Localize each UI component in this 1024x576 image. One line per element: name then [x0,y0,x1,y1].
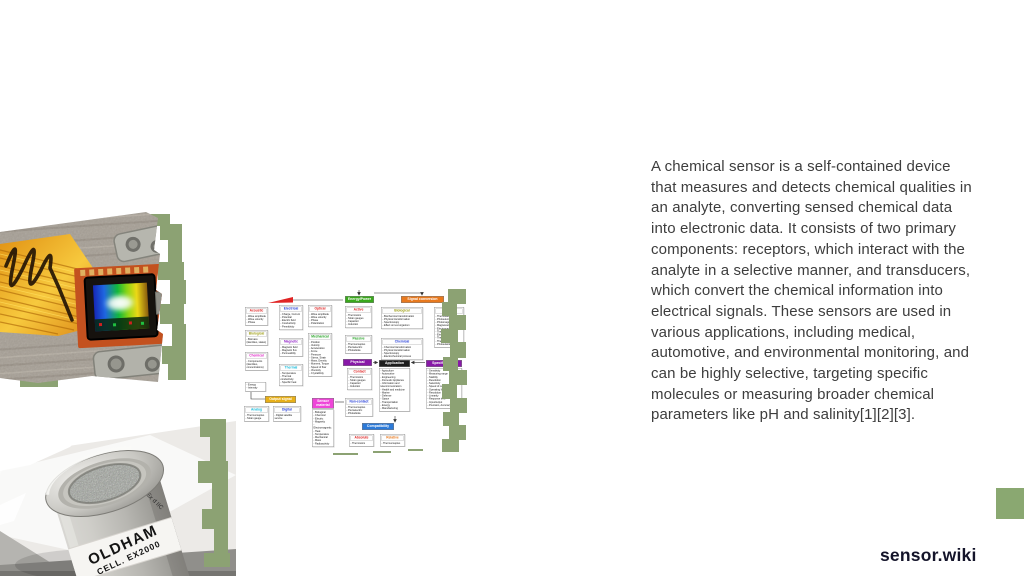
diagram-header-energy-power: Energy/Power [345,296,374,303]
diagram-box-mechanical: Mechanical- Position- Velocity- Accelera… [308,333,332,377]
diagram-header-application: Application [379,360,410,367]
diagram-header-compatibility: Compatibility [362,423,394,430]
sensor-top-cap [45,446,165,517]
accent-square [996,488,1024,519]
diagram-box-thermal: Thermal- Temperature- Thermal conductivi… [279,364,303,386]
diagram-box-energy-intensity: - Energy- Intensity [245,382,266,392]
diagram-box-specifications: - Sensitivity- Measuring range- Stabilit… [426,368,462,409]
green-torn-edge [20,214,186,387]
diagram-box-biological-conversion: Biological- Biochemical transformation- … [381,307,423,329]
diagram-box-analog: Analog- Thermocouples- Strain gauge [244,406,269,422]
diagram-box-non-contact: Non-contact- Thermocouples- Piezoelectri… [345,398,373,417]
diagram-box-relative: Relative- Thermocouples [380,434,405,447]
green-torn-edge [198,419,230,567]
article-text: A chemical sensor is a self-contained de… [651,158,972,424]
chip-macro-photo [0,212,186,387]
metal-bracket-bottom [92,343,163,381]
diagram-box-physical-conversion: Physical- Thermoelectric- Photoelectric-… [434,307,464,348]
diagram-box-passive: Passive- Thermocouples- Piezoelectric- P… [345,335,372,354]
diagram-box-contact: Contact- Thermistors- Strain gauges- Cap… [347,368,372,390]
diagram-header-signal-conversion: Signal conversion [401,296,444,303]
diagram-box-chemical-quantity: Chemical- Components (identities, concen… [245,352,268,371]
diagram-header-physical-measurand: Physical [343,359,372,366]
diagram-box-chemical-conversion: Chemical- Chemical transformation- Physi… [381,338,423,360]
diagram-header-sensor-material: Sensor material [312,398,334,409]
diagram-box-magnetic: Magnetic- Magnetic field- Magnetic flux-… [279,338,303,357]
diagram-box-application: - Agriculture- Automotive- Engineering- … [379,368,410,412]
image-sensor-chip [74,263,163,349]
diagram-box-absolute: Absolute- Thermistors [349,434,374,447]
marker-scribble [4,247,74,322]
diagram-box-sensor-material: - Biological- Chemical- Electric- Magnet… [312,409,334,447]
diagram-box-optical: Optical- Wave amplitude- Wave velocity- … [308,305,332,327]
diagram-box-digital: Digital- Digital satellite service [273,406,301,422]
diagram-header-output-signal: Output signal [265,396,296,403]
diagram-box-biological-quantity: Biological- Biomass (identities, states) [245,330,268,346]
brand-wordmark: sensor.wiki [880,545,977,565]
diagram-box-acoustic: Acoustic- Wave amplitude- Wave velocity-… [245,307,268,326]
red-wedge [268,297,293,303]
diagram-box-active: Active- Thermistors- Strain gauges- Capa… [345,306,372,328]
diagram-box-electrical: Electrical- Charge, Current- Potential- … [279,305,303,330]
gas-sensor-photo: OLDHAM CELL. EX2000 EEx d IIC [0,419,236,576]
diagram-header-specifications: Specifications [426,360,462,367]
